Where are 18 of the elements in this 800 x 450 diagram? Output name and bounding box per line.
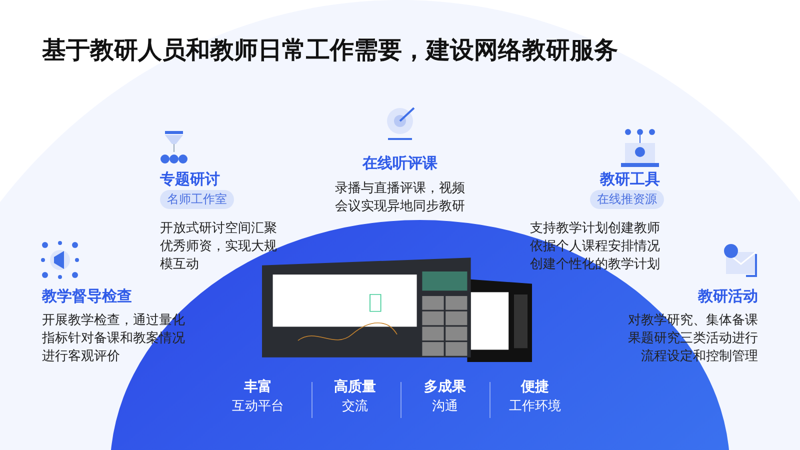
page-title: 基于教研人员和教师日常工作需要，建设网络教研服务 [42, 35, 618, 66]
section-heading: 教研活动 [696, 287, 758, 306]
tag-pill: 名师工作室 [160, 190, 234, 209]
feature-heading: 丰富 [243, 378, 273, 396]
feature-text: 交流 [341, 398, 369, 415]
feature-heading: 便捷 [520, 378, 550, 396]
feature-text: 工作环境 [508, 398, 562, 415]
feature-heading: 多成果 [423, 378, 467, 396]
description-text: 录播与直播评课，视频会议实现异地同步教研 [334, 180, 466, 216]
section-heading: 专题研讨 [160, 170, 221, 189]
feature-text: 沟通 [431, 398, 459, 415]
feature-text: 互动平台 [231, 398, 285, 415]
tag-pill: 在线推资源 [590, 190, 664, 209]
section-heading: 教学督导检查 [42, 287, 133, 306]
section-heading: 在线听评课 [361, 154, 438, 173]
section-heading: 教研工具 [598, 170, 660, 189]
description-text: 开放式研讨空间汇聚优秀师资，实现大规模互动 [160, 220, 278, 274]
feature-heading: 高质量 [333, 378, 377, 396]
